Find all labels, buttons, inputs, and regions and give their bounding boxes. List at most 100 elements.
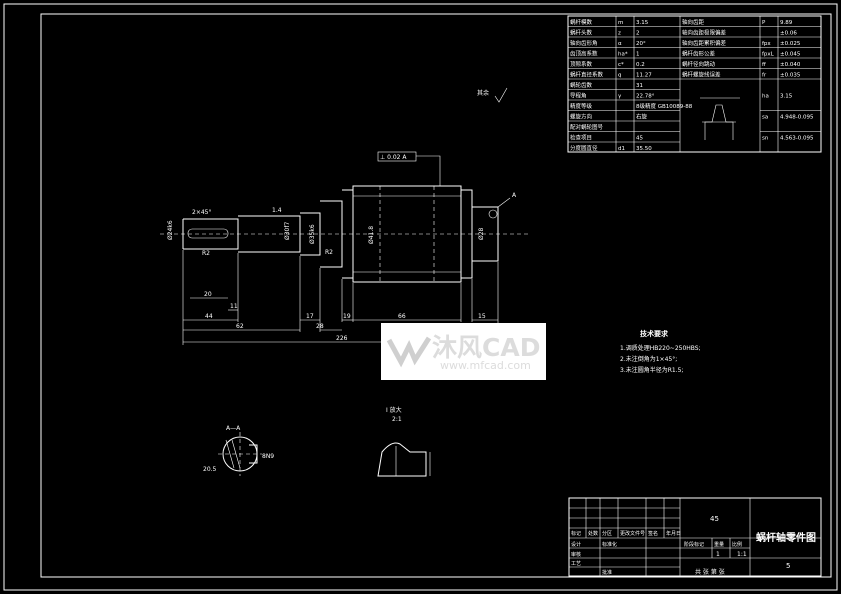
drawing-title: 蜗杆轴零件图 bbox=[756, 531, 816, 544]
params-cell: 22.78° bbox=[636, 94, 655, 100]
tech-req-item-3: 3.未注圆角半径为R1.5; bbox=[620, 366, 683, 374]
dim-angle: 2×45° bbox=[192, 209, 211, 216]
dim-len-28: 28 bbox=[316, 323, 324, 330]
title-block-labels: 标记处数分区更改文件号签名年月日设计标准化审核工艺批准阶段标记重量比例 bbox=[571, 530, 742, 576]
params-cell: 顶隙系数 bbox=[570, 60, 593, 68]
params-cell: 分度圆直径 bbox=[570, 144, 598, 152]
dim-d-left: Ø24k6 bbox=[167, 220, 174, 240]
dim-d-mid2: Ø35k6 bbox=[309, 224, 316, 244]
dim-chamfer: 1.4 bbox=[272, 207, 282, 214]
title-block-label: 分区 bbox=[602, 530, 612, 537]
tech-req-title: 技术要求 bbox=[640, 329, 669, 338]
params-cell: fpx bbox=[762, 41, 771, 47]
params-cell: ±0.045 bbox=[780, 52, 801, 58]
params-cell: ±0.040 bbox=[780, 62, 801, 68]
params-cell: d1 bbox=[618, 146, 625, 152]
sheet-info: 共 张 第 张 bbox=[695, 568, 725, 576]
inner-frame bbox=[40, 13, 832, 578]
params-cell: 3.15 bbox=[780, 94, 793, 100]
worm-body bbox=[352, 185, 462, 283]
title-block-label: 设计 bbox=[571, 541, 581, 548]
params-cell: ±0.06 bbox=[780, 31, 797, 37]
title-block-label: 比例 bbox=[732, 541, 742, 548]
params-cell: 35.50 bbox=[636, 146, 652, 152]
title-block-label: 重量 bbox=[714, 541, 724, 548]
params-cell: 1 bbox=[636, 52, 640, 58]
title-block bbox=[568, 497, 822, 577]
watermark-brand: 沐风CAD bbox=[432, 333, 541, 362]
params-cell: 45 bbox=[636, 136, 643, 142]
geo-tol-frame bbox=[377, 151, 417, 162]
params-cell: 4.563-0.095 bbox=[780, 136, 814, 142]
detail-scale: 2:1 bbox=[392, 416, 402, 423]
params-cell: 0.2 bbox=[636, 62, 645, 68]
params-cell: 检查项目 bbox=[570, 134, 592, 142]
params-cell: 9.89 bbox=[780, 20, 793, 26]
params-cell: sa bbox=[762, 115, 768, 121]
dim-len-19: 19 bbox=[343, 313, 351, 320]
watermark-url: www.mfcad.com bbox=[440, 359, 531, 372]
title-block-label: 更改文件号 bbox=[620, 530, 645, 537]
dim-r-left: R2 bbox=[202, 250, 210, 257]
params-cell: 螺旋方向 bbox=[570, 113, 592, 121]
dim-d-worm: Ø41.8 bbox=[368, 226, 375, 244]
scale-value: 1:1 bbox=[737, 551, 747, 558]
section-tol: 8N9 bbox=[262, 453, 274, 460]
params-cell: m bbox=[618, 20, 623, 26]
title-block-label: 年月日 bbox=[666, 530, 681, 537]
outer-frame bbox=[3, 3, 838, 591]
dim-d-mid1: Ø30f7 bbox=[284, 222, 291, 240]
dim-len-20: 20 bbox=[204, 291, 212, 298]
params-cell: 蜗杆螺旋线误差 bbox=[682, 71, 721, 79]
params-cell: 配对蜗轮图号 bbox=[570, 123, 604, 131]
section-label: A—A bbox=[226, 425, 241, 432]
dim-len-44: 44 bbox=[205, 313, 213, 320]
params-cell: 蜗轮齿数 bbox=[570, 81, 593, 89]
params-cell: q bbox=[618, 73, 622, 79]
params-cell: ±0.035 bbox=[780, 73, 801, 79]
params-cell: 蜗杆模数 bbox=[570, 18, 593, 26]
material: 45 bbox=[710, 515, 719, 523]
params-cell: 3.15 bbox=[636, 20, 649, 26]
params-cell: 蜗杆头数 bbox=[570, 29, 593, 37]
params-cell: α bbox=[618, 41, 622, 47]
watermark-box bbox=[381, 323, 546, 380]
params-cell: 2 bbox=[636, 31, 640, 37]
params-cell: 蜗杆直径系数 bbox=[570, 71, 604, 79]
params-cell: 导程角 bbox=[570, 92, 587, 100]
dim-len-226: 226 bbox=[336, 335, 348, 342]
params-cell: 轴向齿距 bbox=[682, 18, 705, 26]
title-block-label: 签名 bbox=[648, 530, 658, 537]
params-cell: 轴向齿距极限偏差 bbox=[682, 29, 727, 37]
dim-len-15: 15 bbox=[478, 313, 486, 320]
watermark-logo-icon bbox=[386, 336, 432, 368]
datum-a: A bbox=[512, 192, 517, 199]
roughness-note: 其余 bbox=[477, 89, 489, 97]
dim-len-62: 62 bbox=[236, 323, 244, 330]
params-cell: 轴向齿距累积偏差 bbox=[682, 39, 727, 47]
params-cell: 20° bbox=[636, 41, 646, 47]
dim-len-11: 11 bbox=[230, 303, 238, 310]
params-cell: 4.948-0.095 bbox=[780, 115, 814, 121]
dim-len-17: 17 bbox=[306, 313, 314, 320]
params-cell: 11.27 bbox=[636, 73, 652, 79]
dim-r-mid: R2 bbox=[325, 249, 333, 256]
dim-len-66: 66 bbox=[398, 313, 406, 320]
params-cell: ±0.025 bbox=[780, 41, 801, 47]
detail-title: I 放大 bbox=[386, 406, 402, 414]
params-cell: ha* bbox=[618, 52, 628, 58]
title-block-label: 批准 bbox=[602, 569, 612, 576]
shaft-main-view bbox=[160, 151, 530, 345]
detail-view bbox=[377, 442, 431, 477]
title-block-label: 标记 bbox=[571, 530, 581, 537]
params-cell: fpxL bbox=[762, 52, 775, 58]
title-block-label: 标准化 bbox=[602, 541, 617, 548]
params-cell: ff bbox=[762, 62, 766, 68]
params-cell: 轴向齿形角 bbox=[570, 39, 598, 47]
title-block-label: 处数 bbox=[588, 530, 598, 537]
title-block-label: 阶段标记 bbox=[684, 541, 704, 548]
dim-d-right: Ø28 bbox=[478, 227, 485, 240]
params-cell: fr bbox=[762, 73, 767, 79]
tech-req-item-2: 2.未注倒角为1×45°; bbox=[620, 355, 677, 363]
